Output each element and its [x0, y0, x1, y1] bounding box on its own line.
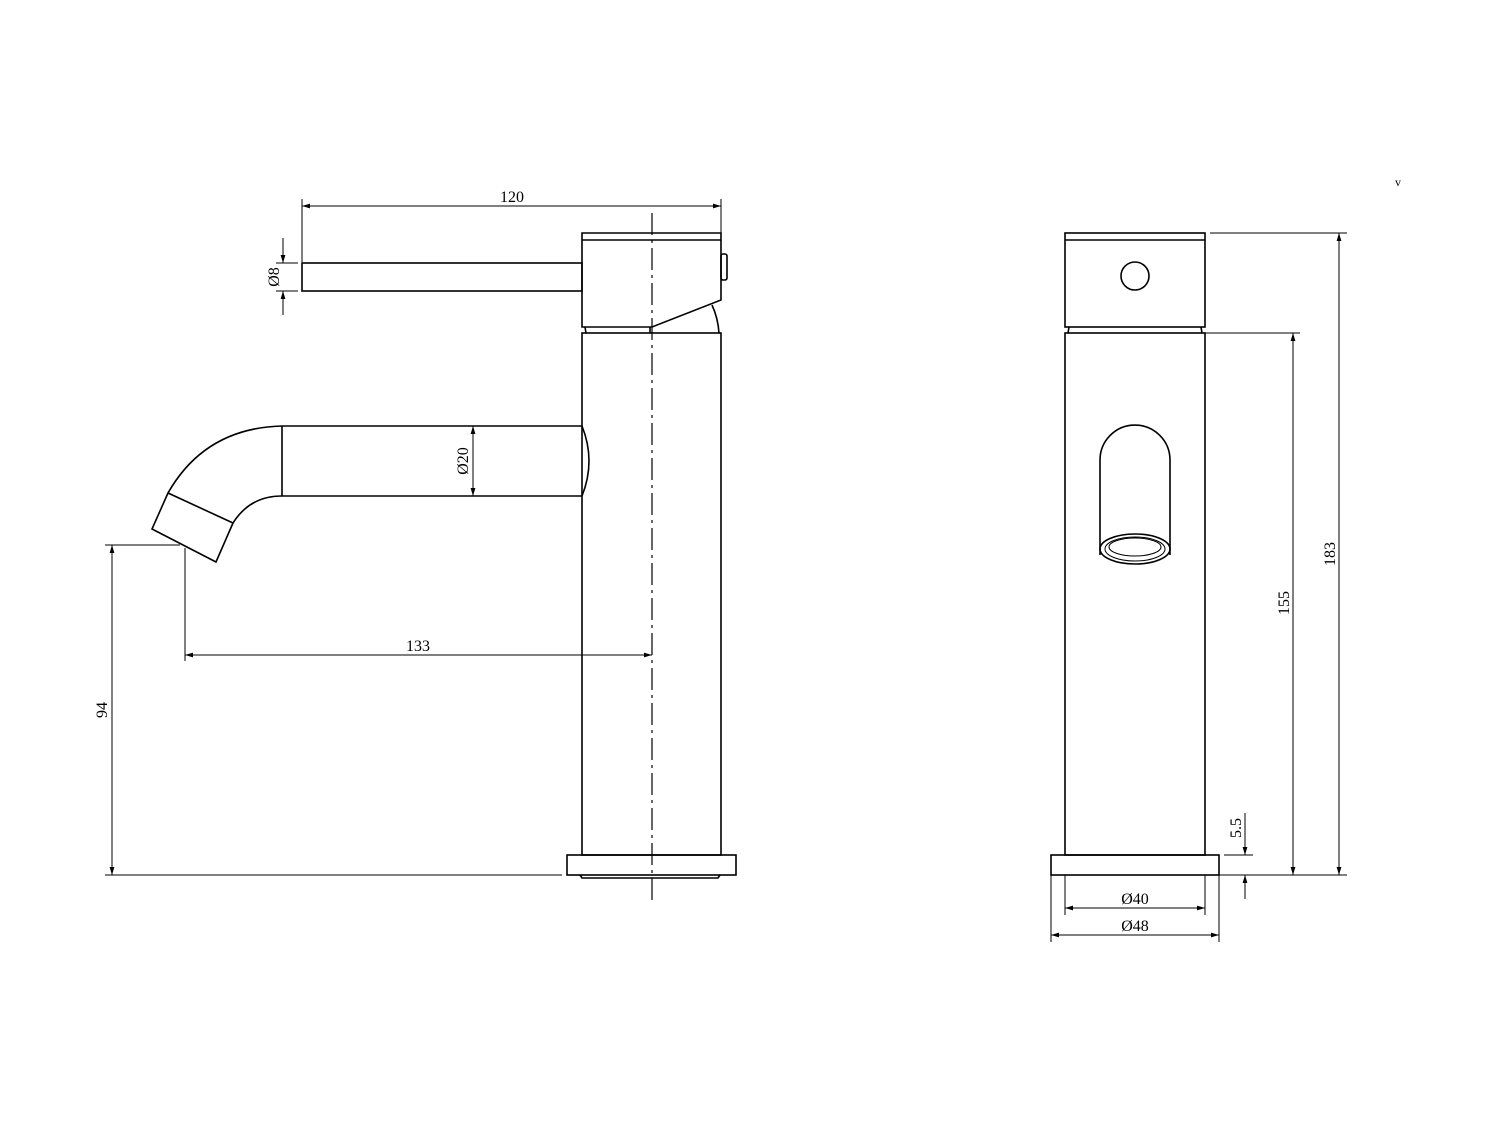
- dimension-133: 133: [184, 548, 652, 661]
- dimension-label: Ø8: [266, 267, 283, 287]
- dimension-label: 183: [1322, 542, 1339, 566]
- dimension-label: 5.5: [1228, 818, 1245, 838]
- corner-mark: v: [1395, 175, 1401, 189]
- dimension-155: 155: [1205, 332, 1300, 875]
- dimension-label: 155: [1276, 591, 1293, 615]
- dimension-lever-diameter: Ø8: [266, 238, 298, 315]
- faucet-head: [581, 232, 728, 334]
- dimension-183: 183: [1210, 232, 1347, 875]
- lever-handle: [301, 262, 583, 292]
- dimension-label: 94: [94, 702, 111, 718]
- faucet-head: [1064, 232, 1206, 334]
- dimension-base-diameter: Ø48: [1050, 875, 1220, 942]
- dimension-120: 120: [301, 189, 722, 262]
- dimension-body-diameter: Ø40: [1064, 875, 1206, 915]
- dimension-label: 120: [500, 189, 524, 206]
- dimension-label: Ø48: [1121, 918, 1149, 935]
- spout: [150, 425, 590, 564]
- knob: [720, 253, 728, 281]
- dimension-spout-diameter: Ø20: [455, 426, 476, 496]
- dimension-94: 94: [94, 544, 562, 876]
- front-view: 183 155 5.5 Ø40 Ø48: [1050, 232, 1347, 942]
- faucet-base: [566, 854, 737, 879]
- dimension-label: Ø20: [455, 447, 472, 475]
- side-view: 120 Ø8 Ø20 133 94: [94, 189, 737, 905]
- spout-outlet: [1099, 424, 1171, 565]
- dimension-label: Ø40: [1121, 891, 1149, 908]
- knob: [1120, 261, 1150, 291]
- dimension-label: 133: [406, 638, 430, 655]
- dimension-5-5: 5.5: [1224, 813, 1253, 899]
- faucet-base: [1050, 854, 1220, 876]
- faucet-body: [1064, 332, 1206, 856]
